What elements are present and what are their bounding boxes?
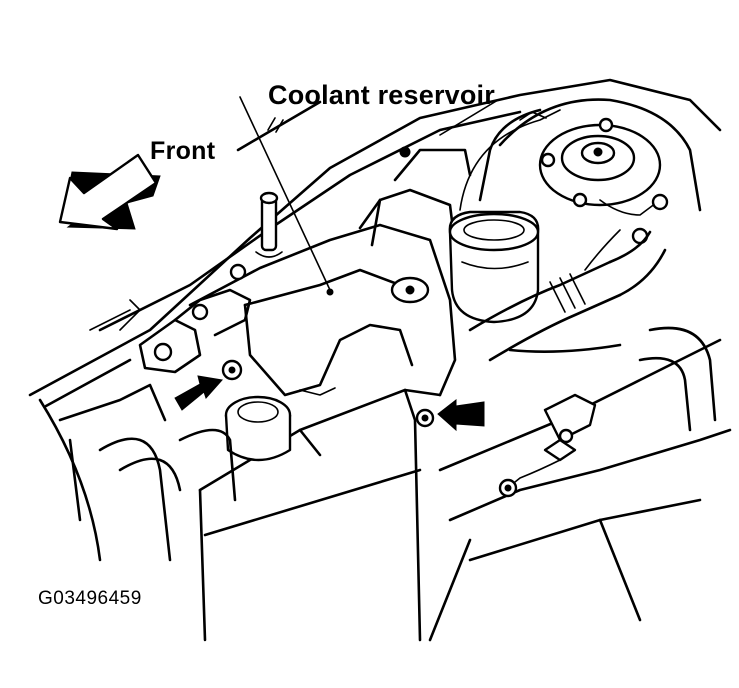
radiator-hose (468, 230, 667, 362)
figure-id: G03496459 (38, 588, 142, 609)
front-arrow-icon (58, 153, 161, 231)
leader-lines (239, 96, 499, 296)
sensor-connector (498, 393, 597, 498)
left-frame (38, 383, 237, 562)
right-frame (428, 338, 732, 642)
strut-mount (478, 98, 702, 212)
coolant-reservoir-label: Coolant reservoir (268, 80, 495, 110)
coolant-reservoir (188, 148, 472, 397)
reservoir-cap (448, 210, 540, 324)
mounting-bracket (138, 263, 252, 381)
bolt-pointer-arrow-left-icon (174, 375, 223, 411)
bolt-pointer-arrow-right-icon (437, 398, 485, 432)
radiator-cap (224, 395, 292, 462)
lower-hose (508, 326, 717, 432)
dipstick (255, 191, 283, 258)
front-label: Front (150, 137, 216, 165)
misc-parts (89, 276, 430, 396)
